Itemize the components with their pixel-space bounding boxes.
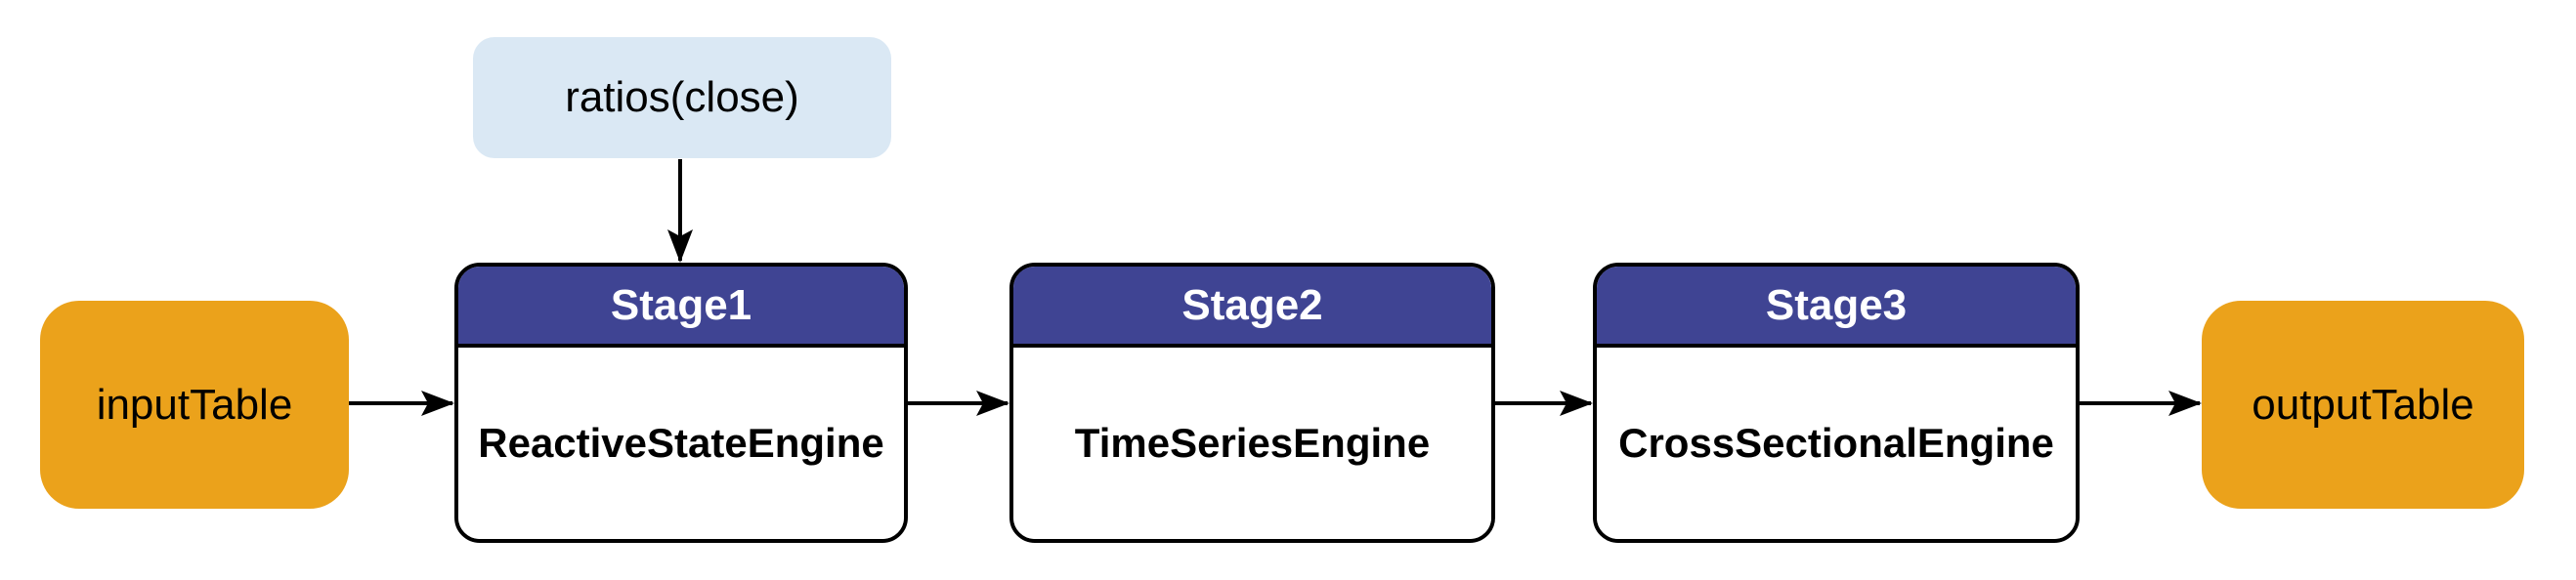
output-table-node: outputTable	[2202, 301, 2524, 509]
stage2-engine-label: TimeSeriesEngine	[1074, 420, 1431, 466]
parameter-node-ratios: ratios(close)	[473, 37, 891, 158]
stage2-header: Stage2	[1013, 267, 1491, 348]
input-table-node: inputTable	[40, 301, 349, 509]
stage3-node: Stage3 CrossSectionalEngine	[1593, 263, 2080, 543]
stage1-title: Stage1	[610, 280, 752, 329]
output-table-label: outputTable	[2252, 380, 2474, 429]
stage2-title: Stage2	[1181, 280, 1323, 329]
stage3-title: Stage3	[1765, 280, 1908, 329]
stage1-header: Stage1	[458, 267, 904, 348]
input-table-label: inputTable	[96, 380, 293, 429]
stage3-engine-label: CrossSectionalEngine	[1618, 420, 2054, 466]
stage2-body: TimeSeriesEngine	[1013, 348, 1491, 539]
stage3-header: Stage3	[1597, 267, 2076, 348]
stage1-node: Stage1 ReactiveStateEngine	[454, 263, 908, 543]
stage1-engine-label: ReactiveStateEngine	[478, 420, 884, 466]
parameter-node-label: ratios(close)	[565, 73, 799, 121]
stage2-node: Stage2 TimeSeriesEngine	[1009, 263, 1495, 543]
stage3-body: CrossSectionalEngine	[1597, 348, 2076, 539]
stage1-body: ReactiveStateEngine	[458, 348, 904, 539]
